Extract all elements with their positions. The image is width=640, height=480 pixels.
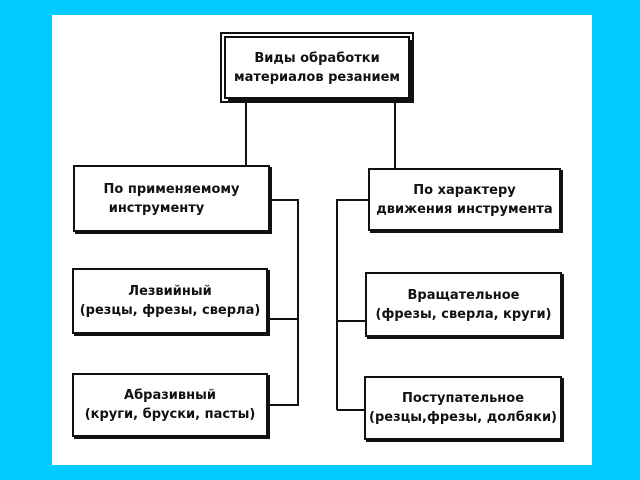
connector-left-header: [270, 199, 299, 201]
left-item1-line1: Лезвийный: [128, 284, 212, 299]
connector-left-item2: [268, 404, 298, 406]
left-item-node-1: Лезвийный (резцы, фрезы, сверла): [72, 268, 268, 334]
right-item1-line1: Вращательное: [407, 287, 520, 303]
root-line2: материалов резанием: [233, 69, 401, 85]
right-header-line1: По характеру: [413, 182, 516, 198]
left-item-node-2: Абразивный (круги, бруски, пасты): [72, 373, 268, 437]
left-item1-line2: (резцы, фрезы, сверла): [79, 303, 261, 318]
connector-root-right: [394, 102, 396, 168]
root-line1: Виды обработки: [254, 50, 380, 66]
connector-right-item2: [337, 409, 365, 411]
left-header-line2: инструменту: [108, 200, 205, 216]
right-item1-line2: (фрезы, сверла, круги): [375, 306, 552, 322]
connector-right-item1: [337, 320, 365, 322]
right-item2-line2: (резцы,фрезы, долбяки): [369, 410, 557, 425]
connector-root-left: [245, 102, 247, 166]
connector-right-spine: [336, 199, 338, 410]
root-node: Виды обработки материалов резанием: [220, 32, 414, 103]
connector-right-header: [337, 199, 368, 201]
right-item2-line1: Поступательное: [401, 391, 525, 406]
right-header-node: По характеру движения инструмента: [368, 168, 561, 231]
left-item2-line2: (круги, бруски, пасты): [84, 407, 256, 422]
left-item2-line1: Абразивный: [124, 388, 216, 403]
left-header-node: По применяемому инструменту: [73, 165, 270, 232]
right-header-line2: движения инструмента: [376, 201, 553, 217]
right-item-node-2: Поступательное (резцы,фрезы, долбяки): [364, 376, 562, 440]
left-header-line1: По применяемому: [103, 181, 240, 197]
connector-left-spine: [297, 199, 299, 406]
connector-left-item1: [268, 318, 298, 320]
right-item-node-1: Вращательное (фрезы, сверла, круги): [365, 272, 562, 337]
